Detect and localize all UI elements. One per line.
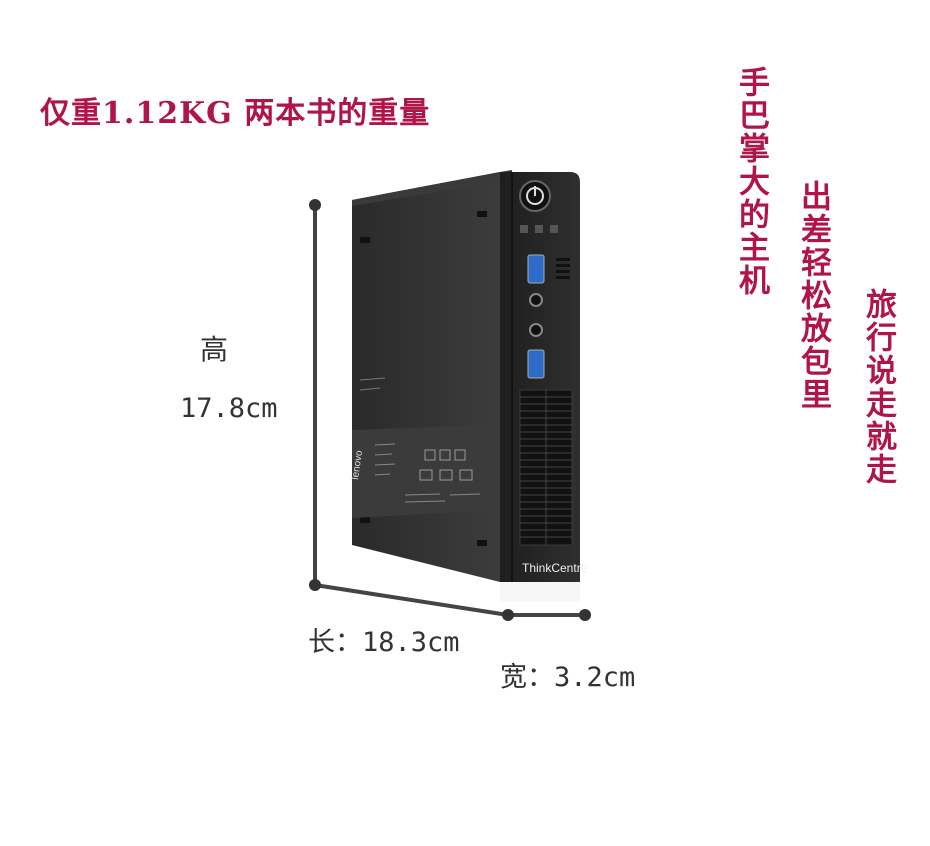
usb3-port bbox=[527, 349, 545, 379]
tagline-business-trip: 出差轻松放包里 bbox=[795, 180, 831, 411]
tagline-palm-sized: 手巴掌大的主机 bbox=[733, 66, 769, 297]
headphone-jack bbox=[529, 323, 543, 337]
height-label: 高 bbox=[200, 333, 229, 366]
dimension-lines bbox=[309, 199, 591, 621]
width-dimension: 宽：3.2cm bbox=[500, 662, 636, 693]
spec-label bbox=[352, 425, 495, 518]
height-dimension: 17.8cm bbox=[180, 393, 278, 424]
side-panel bbox=[352, 172, 500, 582]
usb3-port bbox=[527, 254, 545, 284]
thinkcentre-logo: ThinkCentre bbox=[522, 561, 588, 575]
lenovo-logo: lenovo bbox=[350, 449, 365, 480]
mic-jack bbox=[529, 293, 543, 307]
mini-pc: lenovo bbox=[350, 170, 588, 602]
length-dimension: 长：18.3cm bbox=[308, 627, 460, 658]
tagline-travel: 旅行说走就走 bbox=[860, 288, 896, 486]
headline: 仅重1.12KG 两本书的重量 bbox=[40, 96, 431, 131]
length-line bbox=[314, 583, 509, 617]
